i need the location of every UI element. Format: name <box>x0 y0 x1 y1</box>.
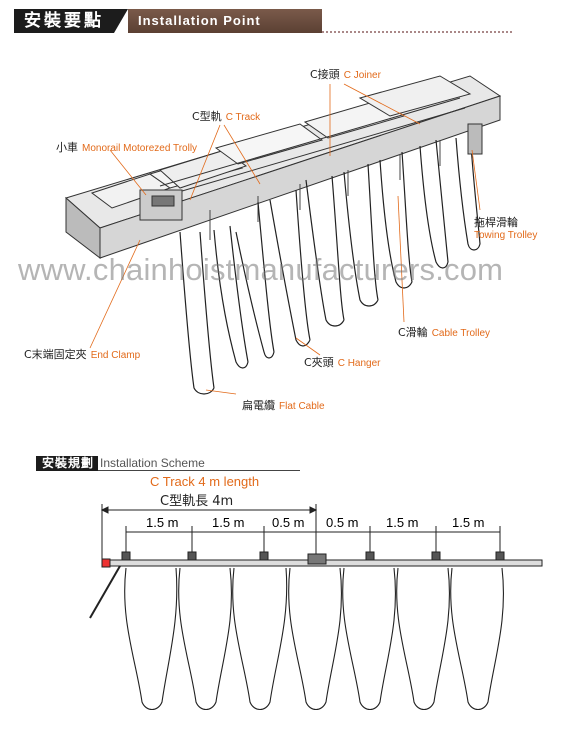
section-header-installation-point: 安裝要點 Installation Point <box>14 9 322 33</box>
header-title-en: Installation Point <box>128 9 322 33</box>
scheme-title-en: Installation Scheme <box>98 456 301 471</box>
flat-cable-loops <box>179 131 481 395</box>
scheme-cable-loops <box>124 567 505 711</box>
scheme-length-cjk: C型軌長 4m <box>160 494 234 509</box>
section-header-installation-scheme: 安裝規劃 Installation Scheme <box>36 456 301 471</box>
segment-label-3: 0.5 m <box>272 515 305 530</box>
towing-trolley <box>467 123 483 155</box>
header-divider <box>322 31 512 33</box>
segment-label-4: 0.5 m <box>326 515 359 530</box>
watermark: www.chainhoistmanufacturers.com <box>18 252 504 287</box>
scheme-title-cjk: 安裝規劃 <box>36 456 99 471</box>
segment-label-2: 1.5 m <box>212 515 245 530</box>
header-title-cjk: 安裝要點 <box>14 9 128 33</box>
scheme-length-en: C Track 4 m length <box>150 474 260 489</box>
segment-label-5: 1.5 m <box>386 515 419 530</box>
segment-ticks <box>125 526 501 558</box>
segment-label-1: 1.5 m <box>146 515 179 530</box>
segment-label-6: 1.5 m <box>452 515 485 530</box>
end-clamp <box>101 558 111 568</box>
